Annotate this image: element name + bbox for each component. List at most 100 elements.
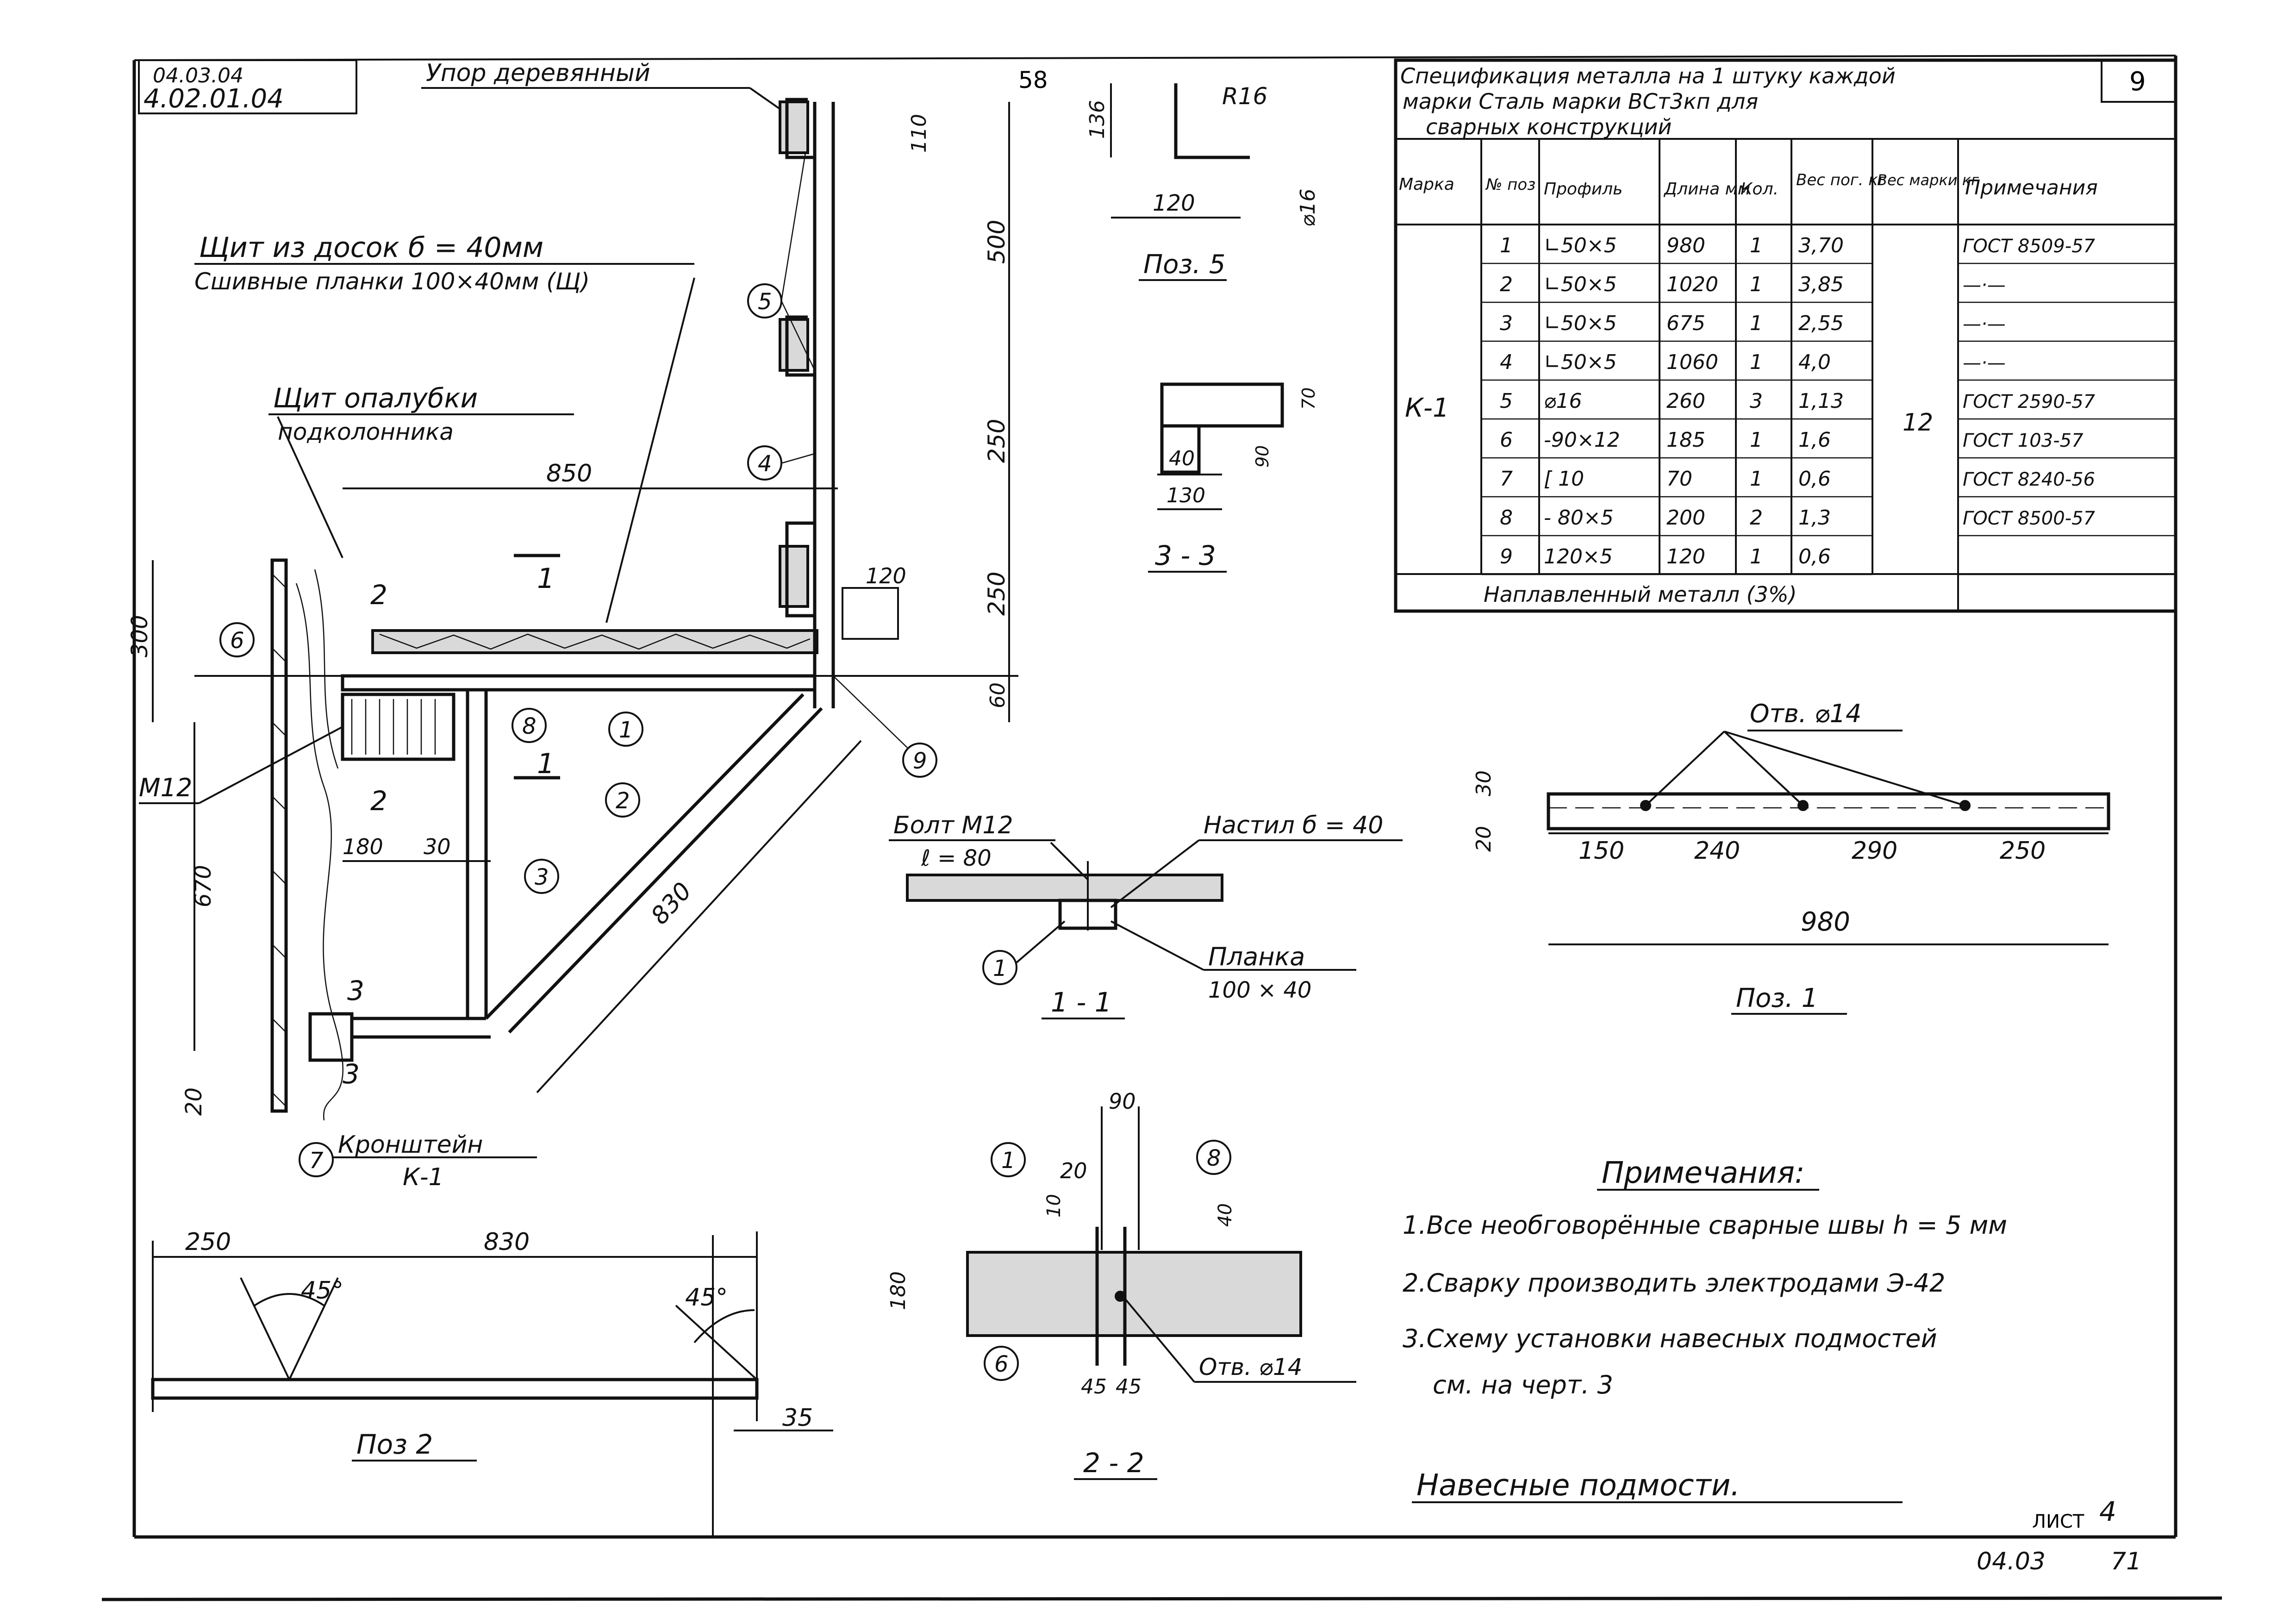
pos5-d136: 136	[1086, 100, 1109, 139]
dim-830: 830	[646, 877, 697, 930]
cut-1-top: 1	[537, 562, 555, 595]
pos1-d30: 30	[1472, 770, 1496, 796]
notes-block: Примечания: 1.Все необговорённые сварные…	[1403, 1156, 2007, 1399]
sheet-number: 4	[2099, 1496, 2116, 1527]
spec-cell-pos: 7	[1500, 467, 1513, 491]
spec-cell-pos: 4	[1500, 350, 1513, 374]
sec11-plank-2: 100 × 40	[1208, 977, 1311, 1003]
sec33-d70: 70	[1298, 387, 1319, 410]
spec-cell-pos: 8	[1500, 506, 1513, 530]
callout-5: 5	[758, 289, 772, 315]
spec-cell-note: —·—	[1963, 313, 2006, 335]
spec-cell-length: 675	[1666, 312, 1705, 335]
dim-180: 180	[343, 834, 383, 859]
drawing-title: Навесные подмости.	[1416, 1468, 1740, 1503]
m12-label: М12	[139, 773, 192, 802]
pos1-d240: 240	[1694, 837, 1740, 865]
sheet-label: ЛИСТ	[2032, 1511, 2084, 1532]
shield-label-1: Щит из досок б = 40мм	[199, 231, 543, 264]
formwork-label-2: подколонника	[278, 418, 454, 445]
note-4: см. на черт. 3	[1433, 1370, 1613, 1399]
pos5-title: Поз. 5	[1143, 250, 1225, 280]
sec22-title: 2 - 2	[1083, 1447, 1144, 1479]
sec22-hole: Отв. ⌀14	[1199, 1354, 1302, 1380]
sec22-d180: 180	[886, 1271, 910, 1310]
spec-cell-qty: 1	[1750, 428, 1763, 452]
sec22-callout-6: 6	[994, 1351, 1009, 1377]
pos2-angle1: 45°	[301, 1277, 343, 1305]
corner-stamp: 04.03.04 4.02.01.04	[138, 59, 357, 114]
spec-cell-pos: 9	[1500, 545, 1513, 568]
pos1-hole: Отв. ⌀14	[1750, 699, 1861, 728]
spec-cell-length: 200	[1666, 506, 1705, 530]
cut-2-top: 2	[370, 579, 387, 611]
view-pos2: 250 830 45° 45° 35 Поз 2	[151, 1228, 833, 1462]
sec22-d45b: 45	[1116, 1375, 1142, 1399]
view-section-3-3: 70 90 40 130 3 - 3	[1148, 382, 1319, 573]
spec-cell-note: —·—	[1963, 275, 2006, 296]
spec-mark-weight: 12	[1903, 409, 1933, 437]
dim-850: 850	[546, 460, 592, 487]
spec-header-length: Длина мм	[1663, 180, 1750, 199]
callout-8: 8	[522, 713, 537, 739]
main-dimensions: 850 300 670 20 180 30 830 120 110 500 25…	[127, 102, 1010, 1116]
dim-250b: 250	[983, 572, 1010, 616]
callout-1: 1	[619, 717, 633, 743]
spec-cell-pos: 6	[1500, 428, 1513, 452]
sec11-bolt-1: Болт М12	[893, 812, 1013, 839]
spec-cell-profile: ∟50×5	[1544, 350, 1617, 374]
spec-cell-note: ГОСТ 8240-56	[1963, 469, 2095, 490]
callout-2: 2	[616, 788, 630, 814]
bracket-label-2: К-1	[403, 1163, 444, 1191]
sec11-deck: Настил б = 40	[1204, 812, 1383, 839]
spec-header-profile: Профиль	[1544, 180, 1622, 199]
spec-cell-note: ГОСТ 8509-57	[1963, 236, 2096, 257]
spec-cell-note: —·—	[1963, 352, 2006, 374]
spec-cell-weight: 1,13	[1798, 389, 1844, 413]
sheet-index: 9	[2129, 67, 2146, 97]
spec-cell-profile: - 80×5	[1544, 506, 1614, 530]
spec-cell-length: 185	[1666, 428, 1705, 452]
callout-3: 3	[535, 864, 549, 890]
pos5-r: R16	[1222, 83, 1267, 110]
sec33-title: 3 - 3	[1155, 540, 1216, 571]
spec-cell-profile: ∟50×5	[1544, 312, 1617, 335]
spec-cell-pos: 1	[1500, 234, 1513, 257]
cut-3-bottom: 3	[343, 1058, 360, 1090]
sec11-title: 1 - 1	[1051, 987, 1112, 1018]
spec-cell-qty: 1	[1750, 467, 1763, 491]
pos2-angle2: 45°	[685, 1284, 728, 1312]
view-pos5: 136 120 R16 ⌀16 Поз. 5	[1086, 83, 1320, 281]
stamp-line2: 4.02.01.04	[144, 84, 284, 114]
view-section-2-2: 90 20 10 180 40 45 45 Отв. ⌀14 1 8 6 2 -…	[886, 1089, 1356, 1480]
spec-cell-pos: 2	[1500, 273, 1513, 296]
callout-7: 7	[309, 1148, 324, 1174]
view-section-1-1: Болт М12 ℓ = 80 Настил б = 40 Планка 100…	[889, 812, 1403, 1019]
callout-6: 6	[230, 628, 244, 654]
spec-footer: Наплавленный металл (3%)	[1484, 582, 1797, 607]
spec-cell-qty: 1	[1750, 350, 1763, 374]
main-elevation	[194, 98, 1018, 1121]
spec-cell-length: 70	[1666, 467, 1692, 491]
dim-110: 110	[907, 114, 931, 153]
dim-120: 120	[866, 563, 906, 588]
spec-cell-qty: 1	[1750, 545, 1763, 568]
callouts: 6 1 2 3 4 5 7 8 9	[219, 152, 937, 1177]
callout-9: 9	[913, 748, 927, 774]
spec-cell-length: 260	[1666, 389, 1705, 413]
bracket-label-1: Кронштейн	[338, 1131, 483, 1159]
formwork-label-1: Щит опалубки	[273, 382, 478, 414]
spec-cell-weight: 3,85	[1798, 273, 1844, 296]
notes-title: Примечания:	[1602, 1156, 1805, 1190]
spec-cell-weight: 1,3	[1798, 506, 1831, 530]
dim-250a: 250	[983, 419, 1010, 463]
spec-header-mark: Марка	[1399, 175, 1454, 194]
spec-cell-weight: 4,0	[1798, 350, 1831, 374]
dim-300: 300	[127, 615, 153, 657]
sec22-d20: 20	[1060, 1158, 1087, 1183]
sec22-d45a: 45	[1081, 1375, 1107, 1399]
spec-header-weight: Вес пог. кг	[1796, 171, 1887, 189]
pos1-d150: 150	[1578, 837, 1624, 865]
spec-cell-profile: 120×5	[1544, 545, 1613, 568]
